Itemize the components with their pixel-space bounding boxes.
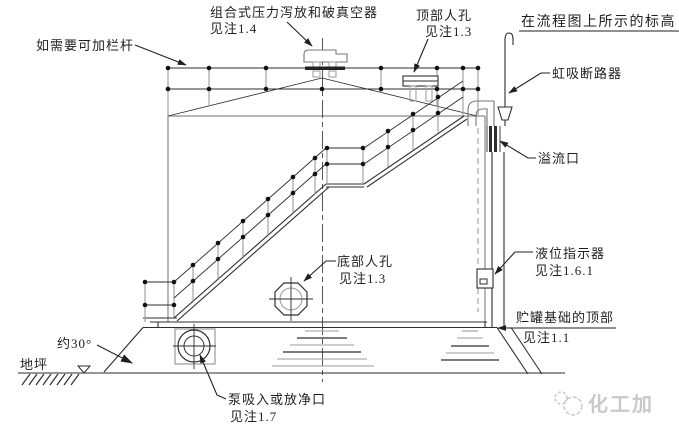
label-railing: 如需要可加栏杆 [36,38,134,53]
label-siphon-breaker: 虹吸断路器 [552,66,622,81]
leader-top-manhole [413,38,429,73]
earth-symbol-center [272,330,374,367]
watermark-text: 化工加 [588,392,654,416]
watermark: 化工加 [554,391,654,416]
leader-railing [134,44,187,66]
tank-shell [143,77,497,329]
ground-hatch [21,373,80,386]
watermark-logo-icon [554,391,568,405]
label-pump-line2: 见注1.7 [230,409,277,424]
label-level-line1: 液位指示器 [535,246,605,261]
label-overflow: 溢流口 [538,151,580,166]
pump-suction-nozzle [173,324,216,369]
pressure-vacuum-vent [303,49,348,78]
foundation-ground [18,327,565,386]
funnel-icon [497,106,513,121]
label-bottom-manhole-line2: 见注1.3 [339,271,386,286]
label-top-manhole-line1: 顶部人孔 [416,8,472,23]
bottom-manhole [269,277,313,321]
roof-railing [165,65,481,116]
overflow-flange [486,126,501,152]
leader-lines [96,21,679,400]
overflow-piping [467,32,514,327]
label-vent-line2: 见注1.4 [210,21,257,36]
label-elevation: 在流程图上所示的标高 [521,13,676,30]
leader-vent [286,21,313,47]
level-indicator [476,268,494,289]
leader-siphon [508,72,550,94]
top-manhole [402,75,439,102]
label-vent-line1: 组合式压力泻放和破真空器 [210,5,378,20]
leader-bottom-manhole [303,260,336,282]
stairway [142,80,468,322]
watermark-logo-icon-2 [563,396,583,416]
leader-pump [199,354,227,400]
leader-overflow [499,140,536,159]
earth-symbol-right [441,330,499,361]
label-foundation-line2: 见注1.1 [523,330,570,345]
leader-level [494,251,533,275]
leader-angle [96,344,133,364]
label-level-line2: 见注1.6.1 [535,263,594,278]
siphon-breaker-pipe [504,32,514,107]
label-foundation-line1: 贮罐基础的顶部 [516,310,614,325]
label-top-manhole-line2: 见注1.3 [425,24,472,39]
labels: 组合式压力泻放和破真空器 见注1.4 顶部人孔 见注1.3 在流程图上所示的标高… [20,5,676,424]
label-ground: 地坪 [20,357,48,372]
label-pump-line1: 泵吸入或放净口 [228,392,326,407]
level-datum-icon [76,365,92,374]
label-slope-angle: 约30° [57,336,92,351]
label-bottom-manhole-line1: 底部人孔 [337,254,393,269]
